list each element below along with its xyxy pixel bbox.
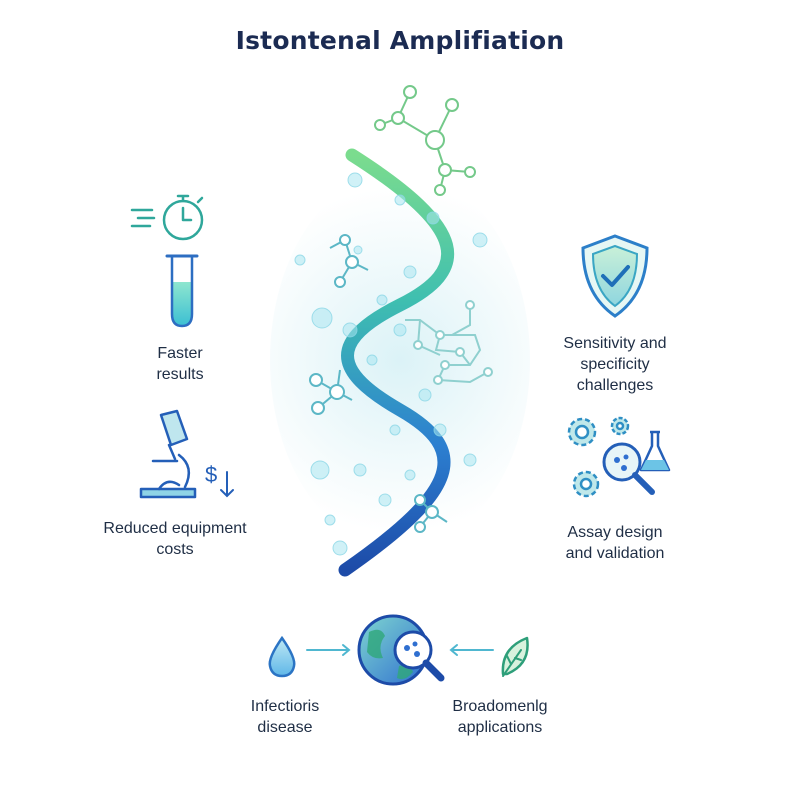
bubble-dot [389,424,401,436]
bubble-dot [342,322,358,338]
bubble-dot [366,354,378,366]
bubble-dot [433,423,447,437]
bubble-dot [463,453,477,467]
bubble-dot [418,388,432,402]
gears-icon [567,416,630,498]
sensitivity-line1: Sensitivity and [563,335,667,352]
bubble-dot [393,323,407,337]
bubble-dot [324,514,336,526]
arrow-right-icon [306,644,351,656]
bubble-dot [332,540,348,556]
bubble-dot [353,463,367,477]
page-title: Istontenal Amplifiation [235,26,565,55]
bubble-dot [472,232,488,248]
broadening-line2: applications [457,719,543,736]
bubble-dot [376,294,388,306]
globe-magnifier-icon [357,614,445,686]
sensitivity-line2: specificity [580,356,650,373]
arrow-left-icon [449,644,494,656]
infections-line2: disease [257,719,313,736]
assay-label: Assay design and validation [540,522,690,564]
shield-check-icon [581,234,649,318]
faster-results-line1: Faster [157,345,203,362]
dollar-down-icon: $ [205,462,234,498]
bubble-dot [310,460,330,480]
flask-icon [639,430,671,472]
bubble-dot [403,265,417,279]
bubble-dot [426,211,440,225]
reduced-costs-line1: Reduced equipment [103,520,247,537]
reduced-costs-line2: costs [156,541,194,558]
assay-line1: Assay design [567,524,663,541]
sensitivity-label: Sensitivity and specificity challenges [535,333,695,396]
bubble-dot [311,307,333,329]
bubble-dot [378,493,392,507]
background-glow [270,170,530,550]
microscope-icon [139,409,197,499]
faster-results-line2: results [156,366,204,383]
broadening-line1: Broadomenlg [452,698,548,715]
svg-text:$: $ [205,462,217,487]
bubble-dot [353,245,363,255]
stopwatch-icon [130,194,204,241]
infections-label: Infectioris disease [220,696,350,738]
bubble-dot [347,172,363,188]
magnifier-icon [602,442,655,495]
leaf-icon [501,636,529,677]
assay-line2: and validation [565,545,665,562]
bubble-dot [294,254,306,266]
sensitivity-line3: challenges [576,377,654,394]
bubble-dot [404,469,416,481]
test-tube-icon [165,254,199,328]
reduced-costs-label: Reduced equipment costs [80,518,270,560]
faster-results-label: Faster results [110,343,250,385]
broadening-label: Broadomenlg applications [425,696,575,738]
droplet-icon [268,635,296,678]
infections-line1: Infectioris [250,698,320,715]
bubble-dot [394,194,406,206]
